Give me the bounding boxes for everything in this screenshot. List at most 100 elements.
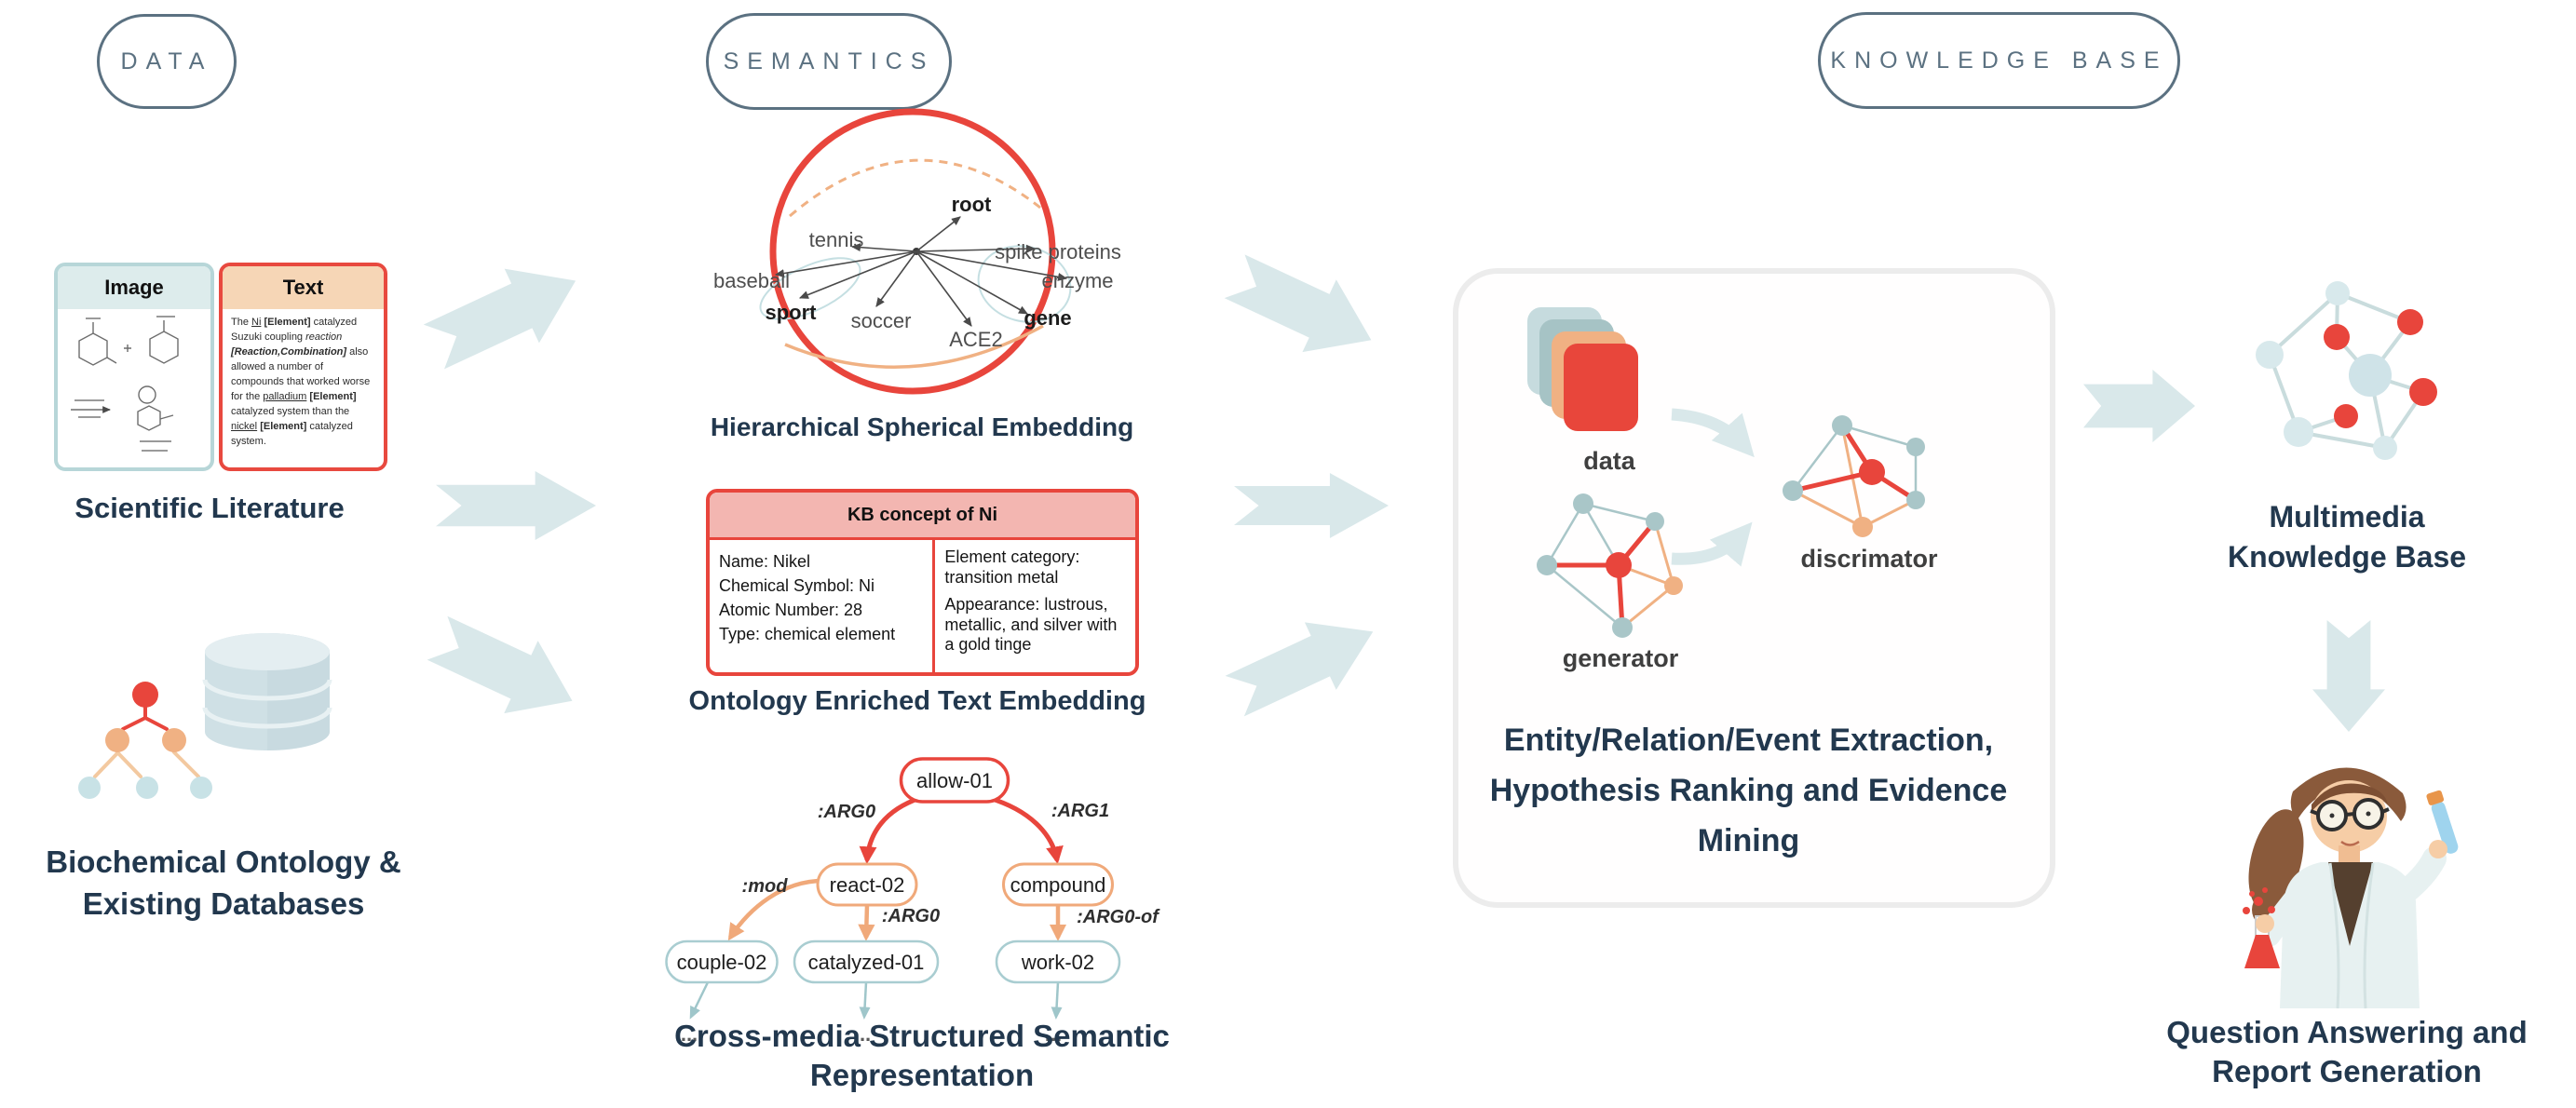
text-card-segment: nickel (231, 420, 258, 432)
kb-concept-field: Name: Nikel (719, 552, 811, 571)
embedding-arrow (915, 244, 1037, 253)
extraction-caption-line3: Mining (1697, 823, 1800, 858)
test-tube-icon (2426, 790, 2459, 854)
generator-label: generator (1563, 644, 1679, 672)
stage-pill-data-label: DATA (120, 47, 213, 74)
text-card: Text The Ni [Element] catalyzed Suzuki c… (219, 263, 387, 471)
stage-pill-knowledge-base-label: KNOWLEDGE BASE (1830, 47, 2168, 74)
data-label: data (1583, 447, 1636, 475)
amr-edge-label: :mod (742, 876, 789, 897)
amr-node-work-02: work-02 (1021, 951, 1094, 974)
stage-pill-data: DATA (97, 14, 237, 109)
biochemical-caption: Biochemical Ontology & Existing Database… (9, 841, 438, 925)
embedding-arrow (875, 250, 917, 307)
cluster-ellipse-sport (759, 257, 861, 320)
stage-pill-knowledge-base: KNOWLEDGE BASE (1818, 12, 2180, 109)
multimedia-kb-caption-line1: Multimedia (2269, 500, 2425, 534)
amr-edge-label: :ARG0 (818, 802, 875, 822)
sphere-equator-dashed (789, 158, 1041, 218)
extraction-caption: Entity/Relation/Event Extraction, Hypoth… (1453, 715, 2044, 866)
flow-arrow-mkb-to-qa (2312, 620, 2385, 732)
text-card-header: Text (223, 266, 384, 309)
extraction-box-graphics: data g (1527, 307, 1938, 672)
embedding-term-label: baseball (713, 269, 790, 292)
biochemical-caption-line2: Existing Databases (82, 886, 365, 921)
database-icon (202, 633, 332, 750)
kb-concept-field: Type: chemical element (719, 625, 896, 643)
embedding-term-label: soccer (851, 309, 912, 332)
amr-ellipsis: ... (1045, 1022, 1062, 1046)
knowledge-graph-icon (2256, 281, 2437, 460)
extraction-caption-line2: Hypothesis Ranking and Evidence (1489, 773, 2008, 808)
embedding-term-label: ACE2 (949, 328, 1002, 351)
text-card-segment: [Element] (309, 390, 357, 402)
amr-edge-label: :ARG0 (882, 906, 940, 926)
text-card-title: Text (282, 276, 324, 299)
embedding-term-label: tennis (809, 228, 864, 251)
amr-node-box (793, 939, 940, 984)
generator-graph-icon (1537, 493, 1683, 638)
image-card-header: Image (58, 266, 210, 309)
scientific-literature-caption: Scientific Literature (75, 492, 345, 524)
embedding-arrow (915, 250, 1068, 281)
amr-node-couple-02: couple-02 (677, 951, 767, 974)
amr-node-react-02: react-02 (830, 873, 905, 897)
embedding-term-label: root (952, 193, 992, 216)
flow-arrow-sphere-to-extraction (1224, 254, 1372, 353)
amr-ellipsis: ... (854, 1022, 871, 1046)
text-card-body: The Ni [Element] catalyzed Suzuki coupli… (223, 309, 384, 455)
stage-pill-semantics: SEMANTICS (706, 13, 952, 110)
text-card-segment: Ni (251, 317, 262, 328)
flow-arrow-amr-to-extraction (1225, 622, 1374, 717)
sphere-outline (769, 108, 1056, 395)
data-to-discriminator-arrow (1671, 408, 1755, 458)
embedding-term-label: enzyme (1041, 269, 1113, 292)
amr-node-box (899, 757, 1010, 804)
text-card-segment: catalyzed system than the (231, 405, 350, 417)
text-card-segment: [Element] (264, 317, 311, 328)
generator-to-discriminator-arrow (1671, 521, 1753, 567)
amr-edge-label: :ARG1 (1051, 801, 1109, 821)
amr-node-compound: compound (1010, 873, 1106, 897)
text-card-segment: reaction (305, 331, 343, 343)
ontology-embedding-caption: Ontology Enriched Text Embedding (688, 686, 1146, 716)
ontology-tree-icon (78, 682, 212, 799)
biochemical-caption-line1: Biochemical Ontology & (46, 845, 401, 879)
kb-concept-field: Appearance: lustrous, metallic, and silv… (944, 595, 1118, 655)
chemical-structure-sketch-icon (71, 316, 179, 452)
flow-arrow-lit-to-sphere (423, 268, 576, 370)
amr-node-box (995, 939, 1121, 984)
text-card-segment: The (231, 317, 252, 328)
text-card-segment: also allowed a number of compounds that … (231, 345, 371, 402)
amr-node-box (816, 862, 918, 907)
embedding-arrow (798, 250, 917, 299)
flow-arrow-ontology-to-amr (427, 615, 573, 714)
qa-caption: Question Answering and Report Generation (2142, 1013, 2552, 1091)
flow-arrow-extraction-to-mkb (2083, 370, 2195, 442)
extraction-caption-line1: Entity/Relation/Event Extraction, (1503, 723, 1994, 758)
kb-concept-field: Chemical Symbol: Ni (719, 576, 875, 595)
image-card: Image (54, 263, 214, 471)
text-card-segment: catalyzed system. (231, 420, 353, 447)
flow-arrow-to-kb-concept (436, 471, 596, 540)
qa-caption-line1: Question Answering and (2166, 1015, 2528, 1049)
amr-edge-label: :ARG0-of (1077, 907, 1160, 927)
multimedia-kb-caption: Multimedia Knowledge Base (2184, 497, 2510, 577)
multimedia-kb-caption-line2: Knowledge Base (2227, 540, 2467, 574)
amr-caption-line2: Representation (809, 1058, 1035, 1092)
kb-concept-field: Atomic Number: 28 (719, 601, 863, 619)
scientist-illustration-icon (2243, 767, 2459, 1009)
stage-pill-semantics-label: SEMANTICS (723, 47, 935, 74)
text-card-segment: [Element] (260, 420, 307, 432)
amr-ellipsis: ... (681, 1022, 698, 1046)
image-card-title: Image (104, 276, 164, 299)
spherical-embedding-caption: Hierarchical Spherical Embedding (710, 412, 1134, 441)
embedding-term-label: spike proteins (995, 240, 1121, 263)
discriminator-graph-icon (1783, 415, 1925, 537)
